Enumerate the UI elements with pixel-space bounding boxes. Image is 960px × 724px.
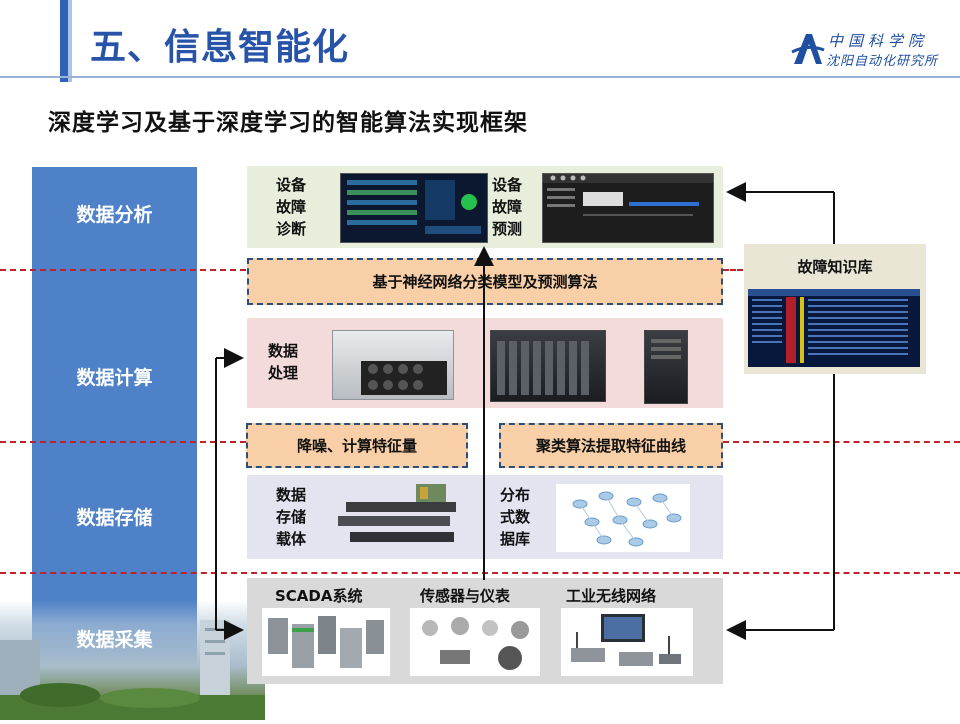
- layer-label-compute: 数据计算: [76, 367, 153, 389]
- layer-divider: [0, 441, 246, 443]
- layer-label-storage: 数据存储: [76, 507, 153, 529]
- clustering-box: 聚类算法提取特征曲线: [499, 423, 723, 468]
- diagnosis-screenshot: [340, 173, 488, 243]
- denoise-box: 降噪、计算特征量: [246, 423, 468, 468]
- header-divider: [0, 76, 960, 78]
- campus-photo: [0, 600, 265, 720]
- processing-label: 数据 处理: [268, 342, 299, 382]
- layer-divider: [0, 572, 960, 574]
- header-accent-bar: [60, 0, 68, 82]
- scada-image: [262, 608, 390, 676]
- layer-divider: [723, 441, 960, 443]
- sensor-label: 传感器与仪表: [420, 587, 511, 605]
- page-title: 五、信息智能化: [90, 27, 350, 68]
- diagnosis-label: 设备 故障 诊断: [276, 176, 307, 238]
- tower-server-image: [644, 330, 688, 404]
- logo-text-line1: 中国科学院: [828, 32, 929, 50]
- slide-subtitle: 深度学习及基于深度学习的智能算法实现框架: [48, 110, 528, 136]
- blade-server-image: [490, 330, 606, 402]
- logo-text-line2: 沈阳自动化研究所: [826, 54, 939, 69]
- wireless-label: 工业无线网络: [566, 587, 657, 605]
- distributed-db-diagram: [556, 484, 690, 552]
- rack-server-image: [332, 330, 454, 400]
- storage-carrier-label: 数据 存储 载体: [276, 486, 307, 548]
- scada-label: SCADA系统: [275, 587, 363, 605]
- sensor-image: [410, 608, 540, 676]
- knowledge-base-title: 故障知识库: [797, 258, 873, 276]
- distributed-db-label: 分布 式数 据库: [500, 486, 531, 548]
- storage-hardware-image: [336, 482, 461, 552]
- cas-logo-icon: [790, 30, 826, 68]
- header-accent-bar-light: [68, 0, 72, 82]
- layer-label-analysis: 数据分析: [76, 204, 153, 226]
- layer-label-collect: 数据采集: [76, 629, 153, 651]
- knowledge-base-table: [748, 289, 920, 367]
- layer-divider: [723, 269, 743, 271]
- layer-divider: [0, 269, 246, 271]
- wireless-network-image: [561, 608, 693, 676]
- prediction-screenshot: [542, 173, 714, 243]
- prediction-label: 设备 故障 预测: [492, 176, 523, 238]
